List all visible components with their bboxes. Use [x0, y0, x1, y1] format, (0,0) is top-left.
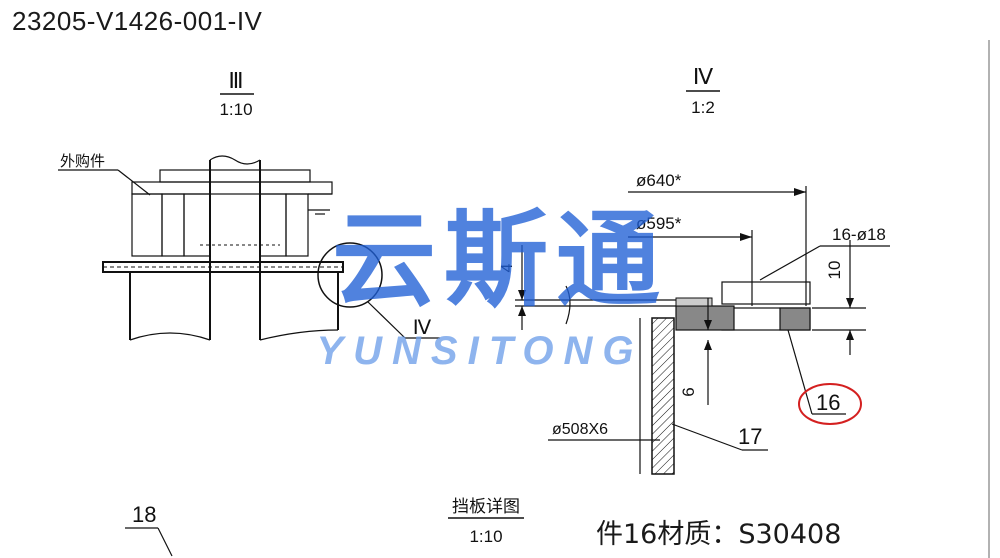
dim-595: ø595* — [636, 214, 682, 233]
watermark-en: YUNSITONG — [316, 329, 643, 373]
detail-title: 挡板详图 — [452, 497, 520, 516]
part-16-label: 16 — [816, 390, 840, 415]
view-iii-drawing: 外购件 Ⅳ — [58, 153, 440, 341]
detail-scale: 1:10 — [469, 527, 502, 546]
view-iii-scale: 1:10 — [219, 100, 252, 119]
material-caption: 件16材质：S30408 — [596, 519, 842, 550]
watermark-logo: 云斯通 YUNSITONG — [316, 199, 668, 373]
purchased-part-label: 外购件 — [60, 153, 105, 170]
watermark-cn: 云斯通 — [332, 199, 668, 321]
view-iii-label: Ⅲ — [228, 68, 243, 93]
view-iv-scale: 1:2 — [691, 98, 715, 117]
dim-6: 6 — [679, 387, 698, 396]
part-17-label: 17 — [738, 424, 762, 449]
dim-10: 10 — [825, 261, 844, 280]
view-iii-header: Ⅲ 1:10 — [219, 68, 254, 119]
view-iv-drawing: ø640* ø595* 16-ø18 4 10 — [499, 171, 890, 475]
view-iv-label: Ⅳ — [693, 64, 714, 89]
page-title: 23205-V1426-001-IV — [12, 6, 263, 36]
highlight-circle — [798, 383, 862, 425]
detail-ref-label: Ⅳ — [413, 317, 432, 339]
view-iv-header: Ⅳ 1:2 — [686, 64, 720, 117]
dim-holes: 16-ø18 — [832, 225, 886, 244]
dim-pipe: ø508X6 — [552, 421, 608, 438]
dim-640: ø640* — [636, 171, 682, 190]
part-18-label: 18 — [132, 502, 156, 527]
dim-4: 4 — [499, 263, 516, 272]
bottom-area: 18 挡板详图 1:10 — [125, 497, 524, 557]
